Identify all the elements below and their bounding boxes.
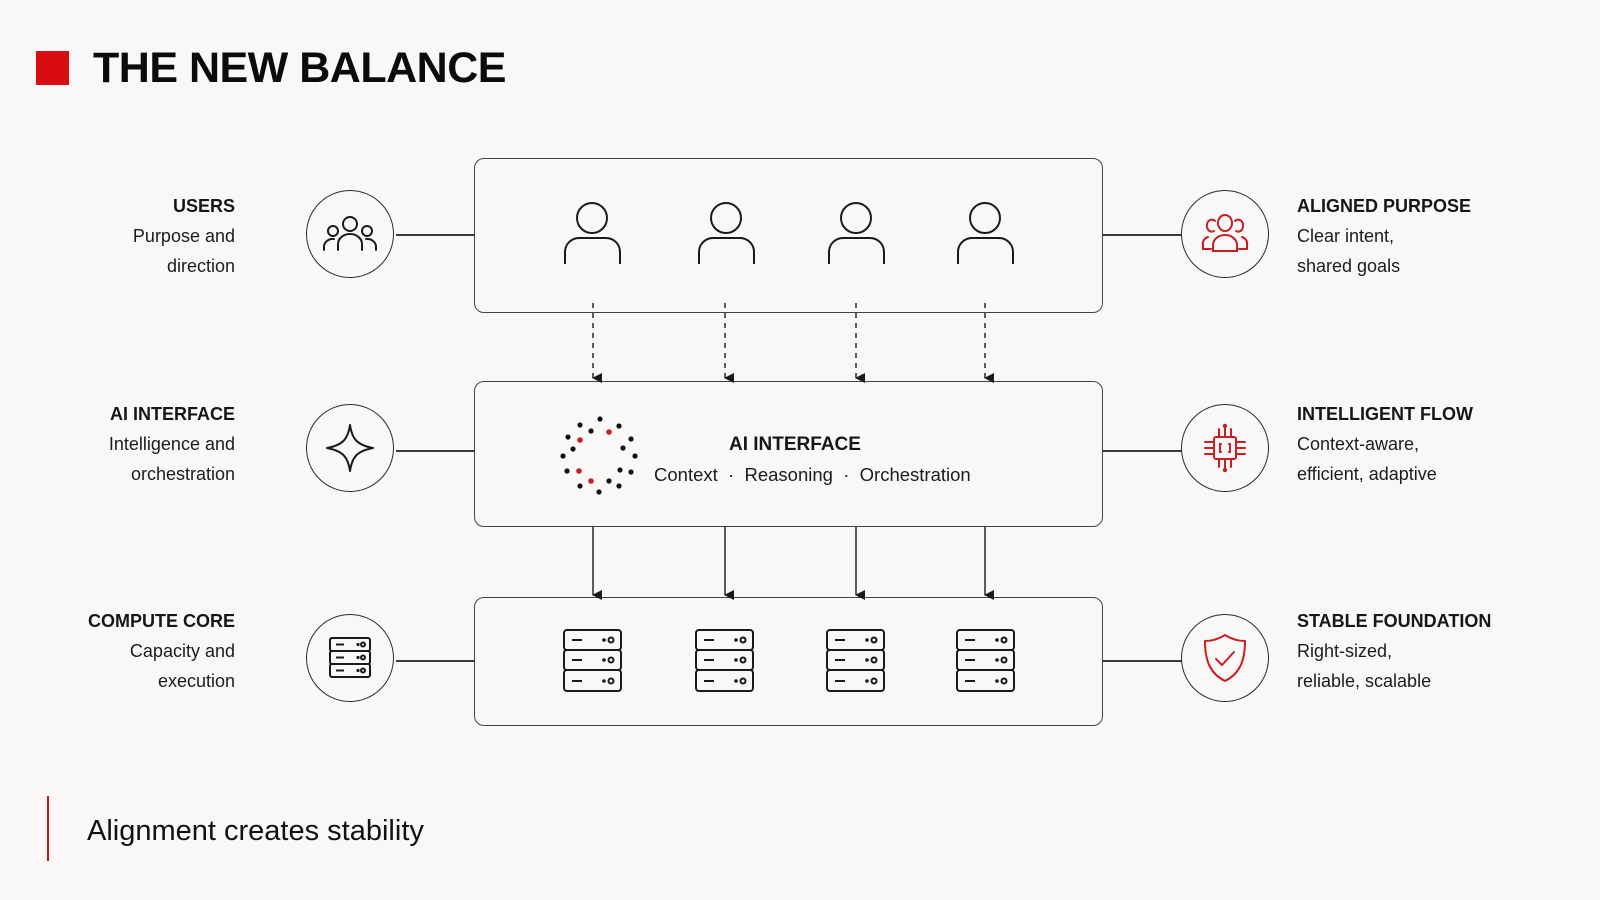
label-line: orchestration xyxy=(130,464,235,484)
connector-line xyxy=(396,450,476,452)
server-icon xyxy=(826,629,885,692)
connector-line xyxy=(1102,660,1182,662)
label-ai-interface: AI INTERFACE Intelligence and orchestrat… xyxy=(0,399,235,489)
label-line: Purpose and xyxy=(132,226,235,246)
user-icon xyxy=(828,202,885,264)
user-icon xyxy=(957,202,1014,264)
sparkle-icon xyxy=(326,424,374,472)
label-heading: STABLE FOUNDATION xyxy=(1297,611,1492,631)
intelligent-flow-circle xyxy=(1181,404,1269,492)
user-icon xyxy=(564,202,621,264)
ai-circle xyxy=(306,404,394,492)
server-icon xyxy=(329,637,371,678)
label-line: execution xyxy=(157,671,235,691)
label-intelligent-flow: INTELLIGENT FLOW Context-aware, efficien… xyxy=(1297,399,1577,489)
label-heading: AI INTERFACE xyxy=(109,404,235,424)
ai-interface-layer-box xyxy=(474,381,1103,527)
compute-core-layer-box xyxy=(474,597,1103,726)
label-users: USERS Purpose and direction xyxy=(0,191,235,281)
label-line: shared goals xyxy=(1297,256,1401,276)
dotted-ring-icon xyxy=(560,416,638,495)
label-line: Intelligence and xyxy=(108,434,235,454)
aligned-people-icon xyxy=(1201,214,1249,252)
label-line: efficient, adaptive xyxy=(1297,464,1437,484)
server-icon xyxy=(695,629,754,692)
label-compute-core: COMPUTE CORE Capacity and execution xyxy=(0,606,235,696)
footer-tagline: Alignment creates stability xyxy=(87,815,424,847)
label-heading: USERS xyxy=(172,196,235,216)
label-line: Context-aware, xyxy=(1297,434,1420,454)
users-layer-box xyxy=(474,158,1103,313)
label-line: Right-sized, xyxy=(1297,641,1393,661)
title-accent-square xyxy=(36,51,69,85)
server-icon xyxy=(563,629,622,692)
label-aligned-purpose: ALIGNED PURPOSE Clear intent, shared goa… xyxy=(1297,191,1577,281)
connector-line xyxy=(396,234,476,236)
chip-icon xyxy=(1204,423,1246,473)
page-title: THE NEW BALANCE xyxy=(93,44,506,92)
label-heading: ALIGNED PURPOSE xyxy=(1297,196,1472,216)
aligned-purpose-circle xyxy=(1181,190,1269,278)
label-line: reliable, scalable xyxy=(1297,671,1432,691)
connector-line xyxy=(396,660,476,662)
connector-line xyxy=(1102,234,1182,236)
server-icon xyxy=(956,629,1015,692)
users-group-icon xyxy=(323,216,377,251)
label-heading: COMPUTE CORE xyxy=(87,611,235,631)
compute-circle xyxy=(306,614,394,702)
label-line: direction xyxy=(166,256,235,276)
shield-check-icon xyxy=(1204,634,1246,682)
users-circle xyxy=(306,190,394,278)
label-heading: INTELLIGENT FLOW xyxy=(1297,404,1473,424)
user-icon xyxy=(698,202,755,264)
label-line: Capacity and xyxy=(129,641,235,661)
footer-accent-bar xyxy=(47,796,49,861)
label-stable-foundation: STABLE FOUNDATION Right-sized, reliable,… xyxy=(1297,606,1577,696)
ai-interface-box-title: AI INTERFACE xyxy=(729,434,861,455)
label-line: Clear intent, xyxy=(1297,226,1395,246)
ai-interface-box-subtitle: Context · Reasoning · Orchestration xyxy=(654,464,971,485)
stable-foundation-circle xyxy=(1181,614,1269,702)
connector-line xyxy=(1102,450,1182,452)
